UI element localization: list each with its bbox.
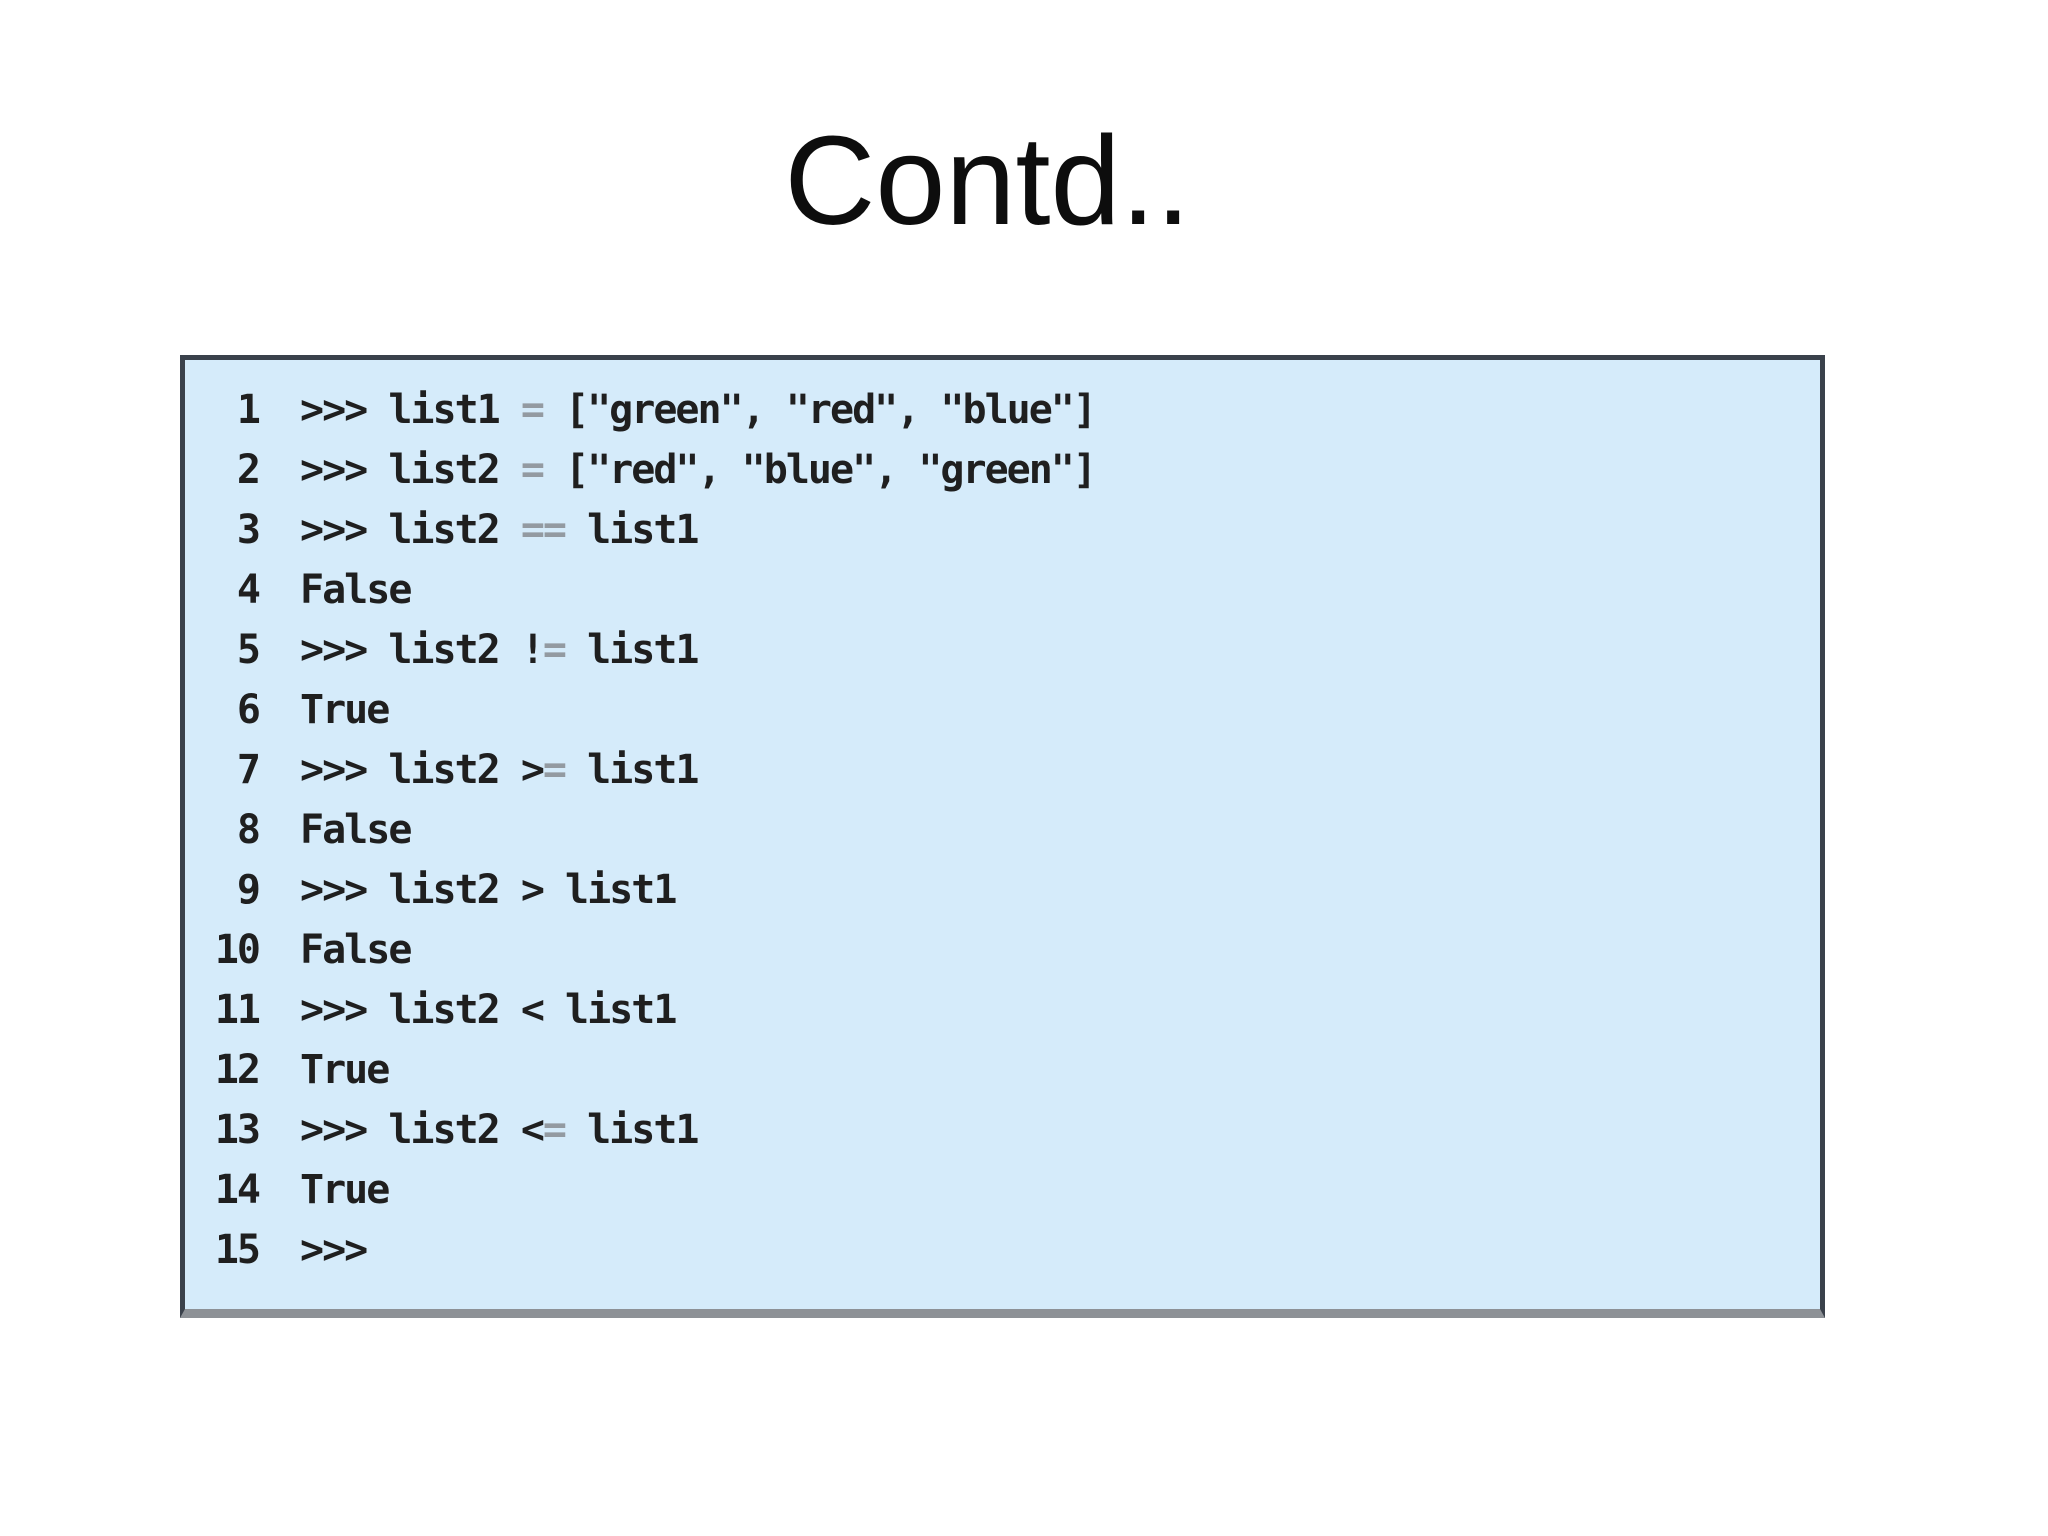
- line-content: >>> list2 == list1: [300, 500, 699, 560]
- line-number: 8: [236, 807, 261, 853]
- code-line: 9 >>> list2 > list1: [207, 860, 1820, 920]
- code-line: 14 True: [207, 1160, 1820, 1220]
- line-number: 7: [236, 747, 261, 793]
- line-content: >>> list1 = ["green", "red", "blue"]: [300, 380, 1097, 440]
- code-line: 1 >>> list1 = ["green", "red", "blue"]: [207, 380, 1820, 440]
- code-line: 4 False: [207, 560, 1820, 620]
- line-content: >>>: [300, 1220, 368, 1280]
- line-content: True: [300, 680, 390, 740]
- line-content: True: [300, 1160, 390, 1220]
- code-lines: 1 >>> list1 = ["green", "red", "blue"] 2 >>…: [185, 360, 1820, 1280]
- line-content: >>> list2 >= list1: [300, 740, 699, 800]
- line-content: False: [300, 560, 412, 620]
- code-text: >>> list1: [300, 387, 521, 433]
- line-content: >>> list2 > list1: [300, 860, 677, 920]
- line-number: 2: [236, 447, 261, 493]
- line-content: True: [300, 1040, 390, 1100]
- slide-title: Contd..: [784, 110, 1191, 251]
- line-number: 6: [236, 687, 261, 733]
- code-text: ["red", "blue", "green"]: [542, 447, 1097, 493]
- operator-equals: =: [520, 387, 545, 433]
- line-number: 14: [214, 1167, 261, 1213]
- code-line: 6 True: [207, 680, 1820, 740]
- line-content: >>> list2 = ["red", "blue", "green"]: [300, 440, 1097, 500]
- code-text: False: [300, 567, 412, 613]
- code-text: list1: [565, 507, 699, 553]
- code-text: >>> list2: [300, 447, 521, 493]
- code-line: 12 True: [207, 1040, 1820, 1100]
- code-line: 13 >>> list2 <= list1: [207, 1100, 1820, 1160]
- line-number: 9: [236, 867, 261, 913]
- code-text: True: [300, 1047, 390, 1093]
- line-number: 15: [214, 1227, 261, 1273]
- code-text: >>> list2 !: [300, 627, 545, 673]
- operator-equals: ==: [520, 507, 567, 553]
- code-line: 5 >>> list2 != list1: [207, 620, 1820, 680]
- code-line: 11 >>> list2 < list1: [207, 980, 1820, 1040]
- line-number: 5: [236, 627, 261, 673]
- code-text: True: [300, 1167, 390, 1213]
- code-line: 8 False: [207, 800, 1820, 860]
- code-text: list1: [565, 627, 699, 673]
- code-text: False: [300, 807, 412, 853]
- code-text: >>> list2 < list1: [300, 987, 677, 1033]
- code-text: True: [300, 687, 390, 733]
- code-line: 7 >>> list2 >= list1: [207, 740, 1820, 800]
- code-listing-panel: 1 >>> list1 = ["green", "red", "blue"] 2 >>…: [180, 355, 1825, 1318]
- code-text: list1: [565, 747, 699, 793]
- line-content: >>> list2 < list1: [300, 980, 677, 1040]
- operator-equals: =: [520, 447, 545, 493]
- line-number: 1: [236, 387, 261, 433]
- code-text: False: [300, 927, 412, 973]
- line-content: False: [300, 800, 412, 860]
- code-line: 2 >>> list2 = ["red", "blue", "green"]: [207, 440, 1820, 500]
- line-content: >>> list2 <= list1: [300, 1100, 699, 1160]
- operator-equals: =: [542, 1107, 567, 1153]
- line-number: 3: [236, 507, 261, 553]
- line-content: >>> list2 != list1: [300, 620, 699, 680]
- line-number: 13: [214, 1107, 261, 1153]
- operator-equals: =: [542, 627, 567, 673]
- code-text: >>>: [300, 1227, 368, 1273]
- operator-equals: =: [542, 747, 567, 793]
- code-text: >>> list2: [300, 507, 521, 553]
- code-text: list1: [565, 1107, 699, 1153]
- line-content: False: [300, 920, 412, 980]
- line-number: 12: [214, 1047, 261, 1093]
- code-text: >>> list2 >: [300, 747, 545, 793]
- code-text: >>> list2 <: [300, 1107, 545, 1153]
- line-number: 11: [214, 987, 261, 1033]
- code-line: 10 False: [207, 920, 1820, 980]
- code-line: 15 >>>: [207, 1220, 1820, 1280]
- code-text: ["green", "red", "blue"]: [542, 387, 1097, 433]
- code-text: >>> list2 > list1: [300, 867, 677, 913]
- line-number: 4: [236, 567, 261, 613]
- code-line: 3 >>> list2 == list1: [207, 500, 1820, 560]
- line-number: 10: [214, 927, 261, 973]
